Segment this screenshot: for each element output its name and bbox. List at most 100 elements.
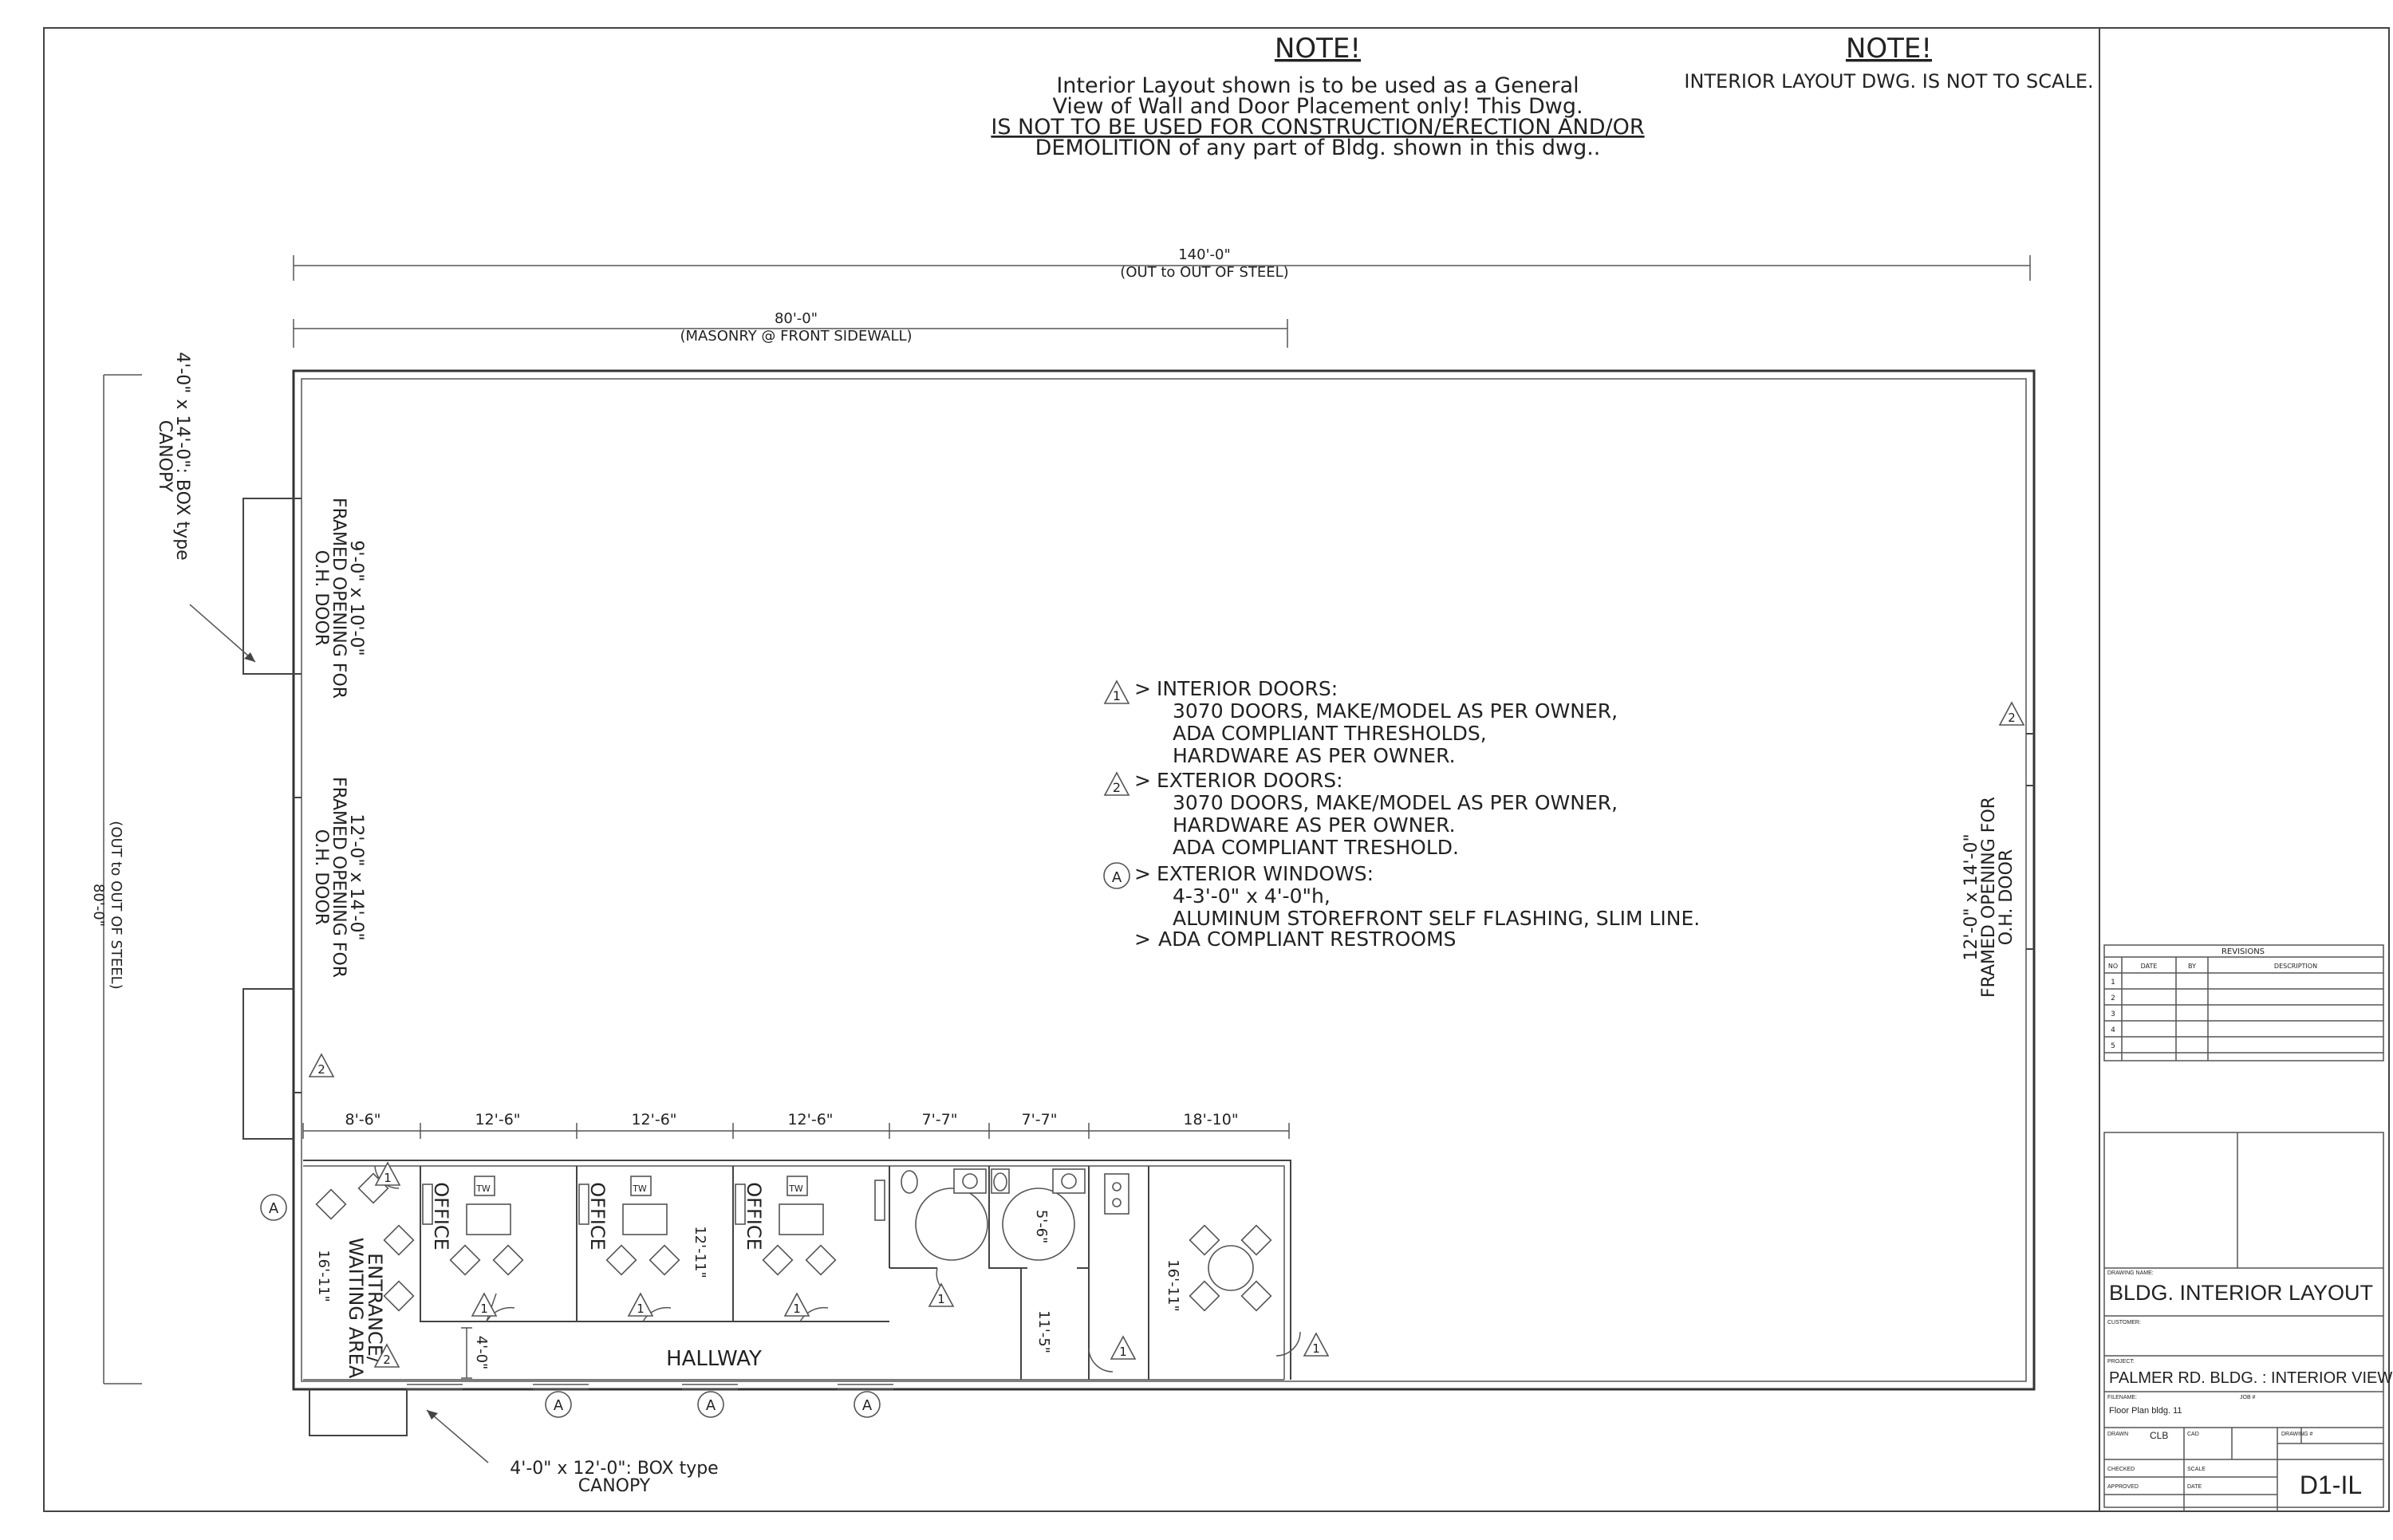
interior-door-symbol: 1 (1113, 688, 1121, 703)
rev-number-5: 5 (2111, 1042, 2115, 1050)
svg-text:1: 1 (793, 1302, 801, 1316)
interior-door-symbol: 1 (928, 1283, 954, 1307)
svg-text:A: A (269, 1200, 279, 1217)
opening-left-top-size: 9'-0" x 10'-0" (346, 540, 366, 656)
legend-exterior-windows: A > EXTERIOR WINDOWS: 4-3'-0" x 4'-0"h, … (1103, 862, 1700, 930)
entrance-label-2: WAITING AREA (345, 1238, 367, 1379)
drawing-number-label: DRAWING # (2281, 1432, 2313, 1437)
office-2: TW OFFICE 12'-11" 1 (578, 1176, 708, 1317)
legend-interior-line1: 3070 DOORS, MAKE/MODEL AS PER OWNER, (1173, 699, 1618, 723)
office-3: TW OFFICE 1 (735, 1176, 837, 1317)
legend-window-line2: ALUMINUM STOREFRONT SELF FLASHING, SLIM … (1173, 907, 1700, 930)
customer-label: CUSTOMER: (2107, 1320, 2141, 1325)
corridor-depth: 11'-5" (1035, 1310, 1052, 1353)
office-1-label: OFFICE (430, 1182, 452, 1251)
opening-left-top-type: O.H. DOOR (311, 550, 331, 646)
office-3-label: OFFICE (743, 1182, 765, 1251)
canopy-top-line2: CANOPY (155, 420, 175, 493)
opening-label-left-top: 9'-0" x 10'-0" FRAMED OPENING FOR O.H. D… (311, 498, 366, 699)
legend-interior-doors: 1 > INTERIOR DOORS: 3070 DOORS, MAKE/MOD… (1104, 677, 1618, 767)
office-depth: 12'-11" (692, 1226, 708, 1278)
date-label: DATE (2187, 1484, 2202, 1490)
exterior-door-symbol: 2 (374, 1344, 400, 1368)
restroom-2: 5'-6" (991, 1168, 1086, 1261)
hallway: 4'-0" HALLWAY (461, 1327, 762, 1379)
overall-length-note: (OUT to OUT OF STEEL) (1120, 264, 1288, 281)
opening-right-desc: FRAMED OPENING FOR (1979, 797, 1999, 998)
masonry-length-note: (MASONRY @ FRONT SIDEWALL) (680, 328, 912, 345)
svg-text:>: > (1134, 862, 1151, 885)
opening-left-mid-size: 12'-0" x 14'-0" (346, 813, 366, 940)
restroom-1: 1 (874, 1168, 988, 1307)
note-line-3: IS NOT TO BE USED FOR CONSTRUCTION/ERECT… (991, 115, 1644, 140)
window-tag: A (697, 1391, 724, 1418)
office-block (1, 0, 1301, 1380)
room-width-break-room: 18'-10" (1183, 1111, 1238, 1128)
legend-ada-restrooms: > ADA COMPLIANT RESTROOMS (1134, 928, 1457, 951)
window-tag: A (260, 1194, 287, 1221)
window-tag: A (854, 1391, 881, 1418)
opening-right-type: O.H. DOOR (1997, 849, 2017, 945)
entrance-waiting-area: ENTRANCE/ WAITING AREA 16'-11" 1 2 (315, 1162, 415, 1379)
break-room-depth: 16'-11" (1165, 1259, 1181, 1312)
building-width-dimension: 80'-0" (OUT to OUT OF STEEL) (90, 374, 142, 1384)
note-line-4: DEMOLITION of any part of Bldg. shown in… (1035, 136, 1601, 160)
svg-text:1: 1 (480, 1302, 488, 1316)
svg-text:>: > (1134, 928, 1151, 951)
overall-length-dimension: 140'-0" (OUT to OUT OF STEEL) (293, 246, 2031, 281)
drawing-name-label: DRAWING NAME: (2107, 1270, 2154, 1276)
rev-number-4: 4 (2111, 1026, 2115, 1034)
canopy-top: 4'-0" x 14'-0": BOX type CANOPY (155, 352, 294, 1140)
room-width-restroom-1: 7'-7" (922, 1111, 958, 1128)
drawing-name: BLDG. INTERIOR LAYOUT (2109, 1281, 2373, 1305)
masonry-length-dimension: 80'-0" (MASONRY @ FRONT SIDEWALL) (293, 310, 1288, 348)
interior-door-symbol: 1 (784, 1293, 810, 1317)
entrance-label-1: ENTRANCE/ (364, 1253, 386, 1364)
scale-note-text: INTERIOR LAYOUT DWG. IS NOT TO SCALE. (1684, 70, 2093, 93)
legend-exterior-doors: 2 > EXTERIOR DOORS: 3070 DOORS, MAKE/MOD… (1104, 769, 1618, 859)
legend-interior-line2: ADA COMPLIANT THRESHOLDS, (1173, 722, 1487, 745)
rev-number-1: 1 (2111, 979, 2115, 987)
project-label: PROJECT: (2107, 1359, 2135, 1365)
opening-right-size: 12'-0" x 14'-0" (1961, 833, 1981, 960)
svg-text:TW: TW (632, 1184, 647, 1194)
room-width-entrance: 8'-6" (345, 1111, 381, 1128)
room-width-office-2: 12'-6" (631, 1111, 676, 1128)
svg-text:A: A (862, 1397, 873, 1414)
interior-door-symbol: 1 (375, 1162, 400, 1186)
legend-exterior-line1: 3070 DOORS, MAKE/MODEL AS PER OWNER, (1173, 791, 1618, 814)
legend-ada-text: ADA COMPLIANT RESTROOMS (1158, 928, 1457, 951)
width-label: 80'-0" (90, 884, 107, 927)
door-symbol-number: 2 (317, 1062, 325, 1077)
cad-label: CAD (2187, 1432, 2199, 1437)
hallway-label: HALLWAY (666, 1347, 762, 1371)
opening-left-mid-type: O.H. DOOR (311, 829, 331, 925)
svg-text:A: A (706, 1397, 716, 1414)
width-note: (OUT to OUT OF STEEL) (108, 821, 124, 989)
exterior-door-symbol: 2 (1113, 780, 1121, 795)
note-line-1: Interior Layout shown is to be used as a… (1056, 73, 1579, 98)
note-heading-left: NOTE! (1275, 33, 1361, 65)
rev-number-3: 3 (2111, 1010, 2115, 1018)
svg-text:1: 1 (637, 1302, 645, 1316)
legend-exterior-title: EXTERIOR DOORS: (1157, 769, 1343, 792)
rev-header-date: DATE (2141, 963, 2158, 970)
room-width-office-3: 12'-6" (787, 1111, 833, 1128)
legend-exterior-line3: ADA COMPLIANT TRESHOLD. (1173, 836, 1459, 859)
svg-text:TW: TW (788, 1184, 803, 1194)
note-heading-right: NOTE! (1846, 33, 1932, 65)
legend-interior-line3: HARDWARE AS PER OWNER. (1173, 744, 1456, 767)
interior-door-symbol: 1 (1303, 1333, 1329, 1357)
interior-door-symbol: 1 (471, 1293, 497, 1317)
exterior-windows: A A A A (260, 1194, 893, 1418)
canopy-bottom-line2: CANOPY (578, 1476, 651, 1496)
restroom-diameter: 5'-6" (1033, 1210, 1050, 1244)
canopy-top-line1: 4'-0" x 14'-0": BOX type (172, 352, 192, 560)
legend: 1 > INTERIOR DOORS: 3070 DOORS, MAKE/MOD… (1103, 677, 1700, 951)
drawing-number: D1-IL (2300, 1471, 2362, 1499)
room-width-restroom-2: 7'-7" (1022, 1111, 1058, 1128)
exterior-door-symbol-left: 2 (309, 1054, 334, 1077)
hall-width: 4'-0" (473, 1336, 490, 1370)
interior-door-symbol: 1 (628, 1293, 653, 1317)
corridor: 11'-5" 1 (1035, 1173, 1136, 1360)
